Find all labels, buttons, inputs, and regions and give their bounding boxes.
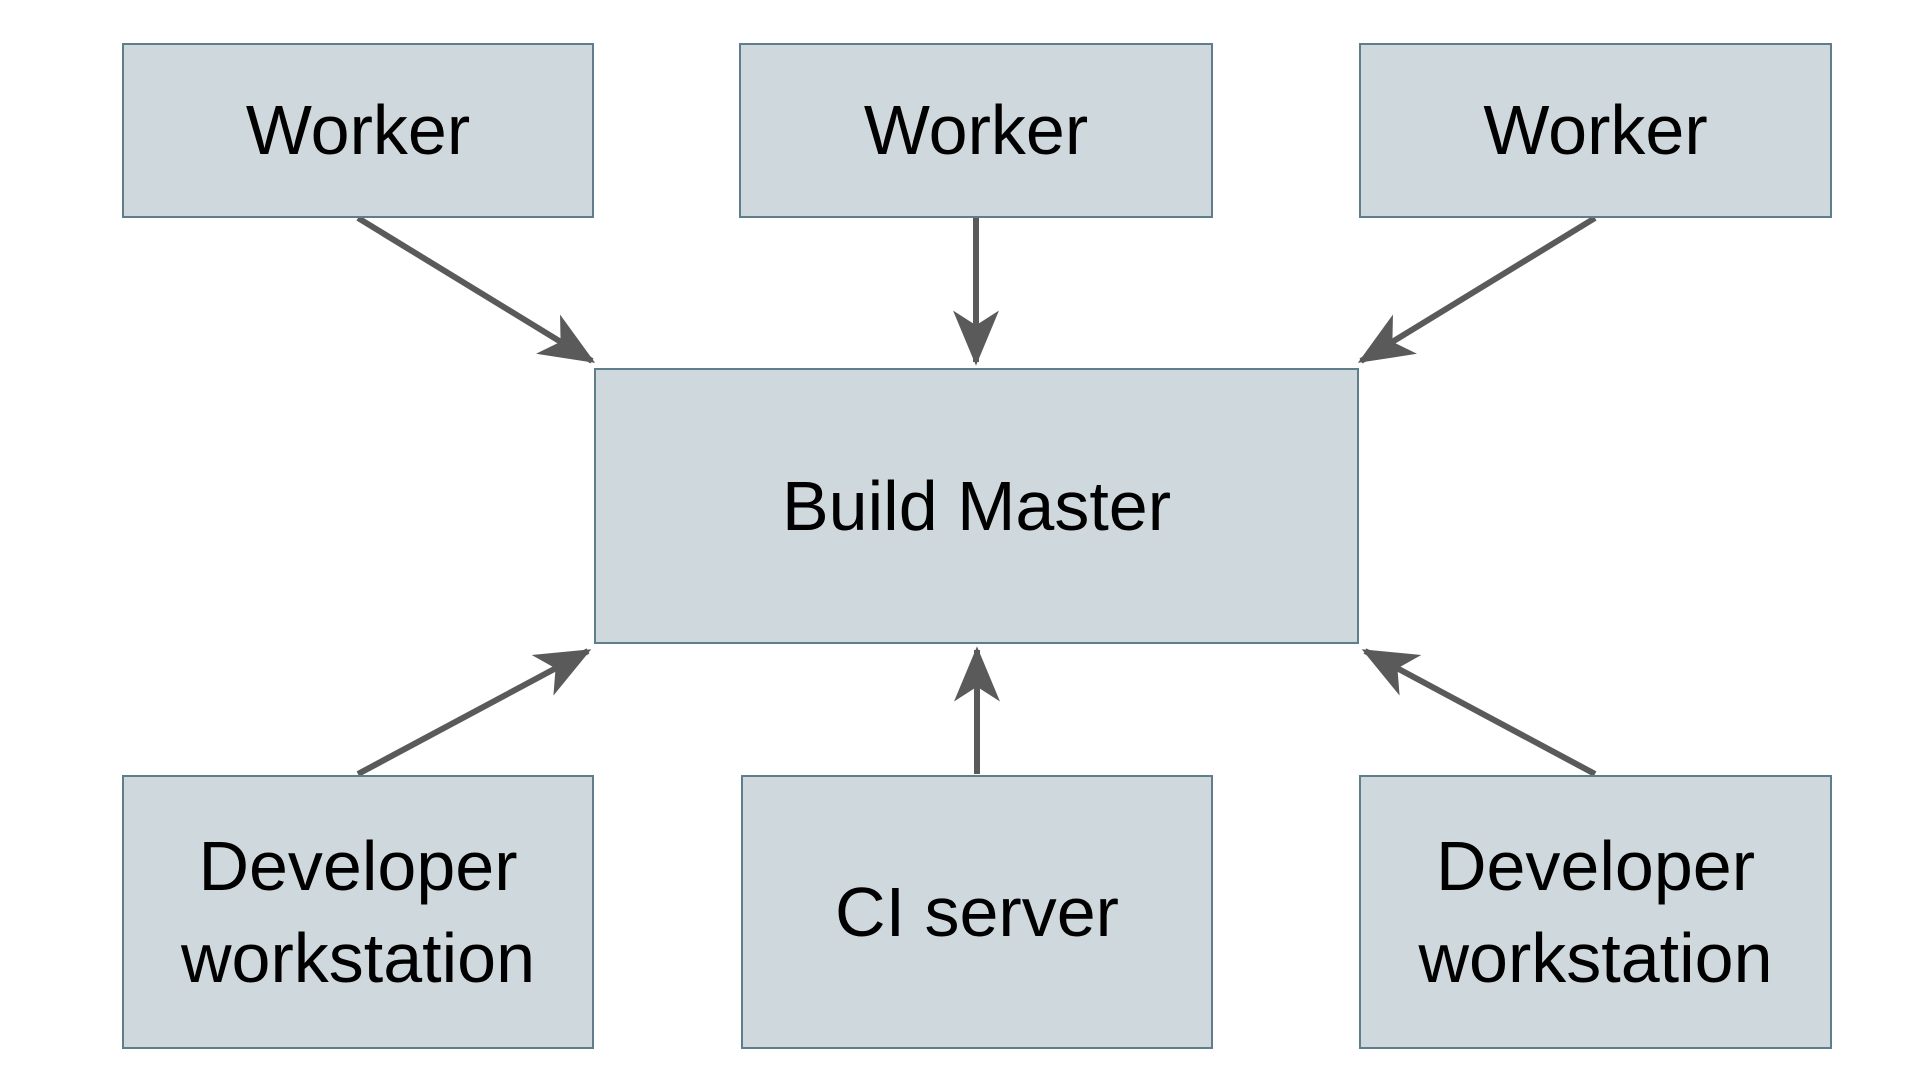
node-ci-server-label: CI server	[835, 872, 1119, 951]
node-developer-workstation-left-label: Developer workstation	[180, 826, 536, 997]
node-developer-workstation-left: Developer workstation	[122, 775, 594, 1049]
node-developer-workstation-right-label: Developer workstation	[1418, 826, 1773, 997]
edge-worker-3-to-build-master	[1357, 215, 1597, 364]
node-worker-1: Worker	[122, 43, 594, 218]
node-build-master: Build Master	[594, 368, 1359, 644]
node-developer-workstation-right: Developer workstation	[1359, 775, 1832, 1049]
edge-worker-1-to-build-master	[356, 215, 596, 364]
node-worker-3-label: Worker	[1483, 91, 1708, 170]
edge-dev-right-to-build-master	[1361, 648, 1597, 777]
edge-dev-left-to-build-master	[356, 648, 592, 777]
node-worker-3: Worker	[1359, 43, 1832, 218]
node-ci-server: CI server	[741, 775, 1213, 1049]
node-build-master-label: Build Master	[781, 466, 1172, 545]
node-worker-1-label: Worker	[245, 91, 471, 170]
node-worker-2-label: Worker	[863, 91, 1089, 170]
node-worker-2: Worker	[739, 43, 1213, 218]
